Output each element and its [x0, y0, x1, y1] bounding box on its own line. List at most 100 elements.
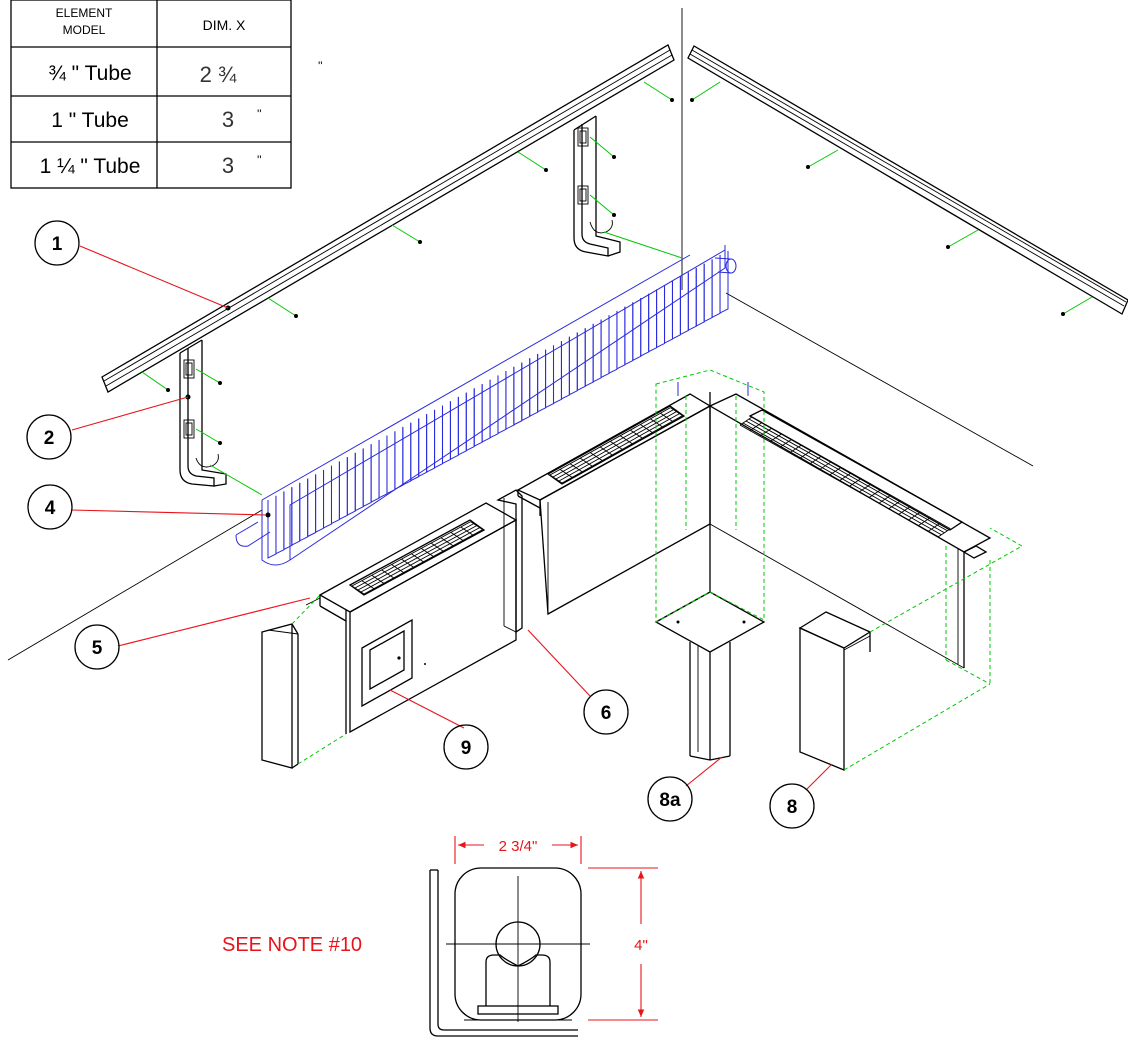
- table-header-model: MODEL: [63, 23, 106, 37]
- grille-bar: [888, 500, 902, 510]
- element-fin: [711, 255, 721, 319]
- dimension-table: ELEMENT MODEL DIM. X ¾ " Tube 2 ¾ '' 1 "…: [10, 0, 323, 189]
- element-fin: [719, 251, 729, 314]
- element-fin: [695, 263, 705, 327]
- element-fin: [315, 470, 325, 534]
- grille-bar: [411, 553, 424, 563]
- grille-bar: [918, 517, 931, 526]
- mounting-rail-left: [101, 44, 675, 393]
- element-fins: [267, 251, 729, 559]
- grille-bar: [868, 489, 882, 498]
- grille-bar: [759, 427, 773, 437]
- table-row-dim: 3: [222, 153, 234, 178]
- grille-bar: [381, 569, 394, 579]
- element-fin: [513, 362, 523, 426]
- element-fin: [671, 276, 681, 340]
- joiner-strip: [496, 489, 523, 634]
- hanger-bracket-right: [573, 115, 683, 259]
- table-row-model: ¾ " Tube: [48, 62, 131, 85]
- see-note-label: SEE NOTE #10: [222, 934, 362, 956]
- element-fin: [576, 328, 586, 392]
- grille-bar: [420, 548, 434, 557]
- screw-lines: [141, 81, 1093, 392]
- grille-bar: [640, 424, 653, 433]
- grille-bar: [838, 472, 852, 482]
- table-row-model: 1 " Tube: [51, 109, 129, 132]
- end-cap-8: [798, 527, 1023, 771]
- element-fin: [648, 289, 658, 353]
- room-lines: [7, 8, 1034, 661]
- grille-bar: [361, 580, 375, 590]
- grille-bar: [440, 537, 454, 547]
- element-fin: [552, 341, 562, 405]
- grille-bar: [650, 418, 663, 428]
- element-fin: [481, 379, 491, 443]
- grille-bar: [809, 455, 822, 465]
- element-fin: [330, 461, 340, 525]
- grille-bar: [749, 422, 763, 431]
- element-fin: [608, 311, 618, 374]
- grille-bar: [858, 483, 872, 493]
- grille-bar: [401, 558, 414, 568]
- grille-bar: [351, 585, 365, 595]
- element-fin: [370, 440, 380, 503]
- section-detail: 2 3/4" 4" SEE NOTE #10: [222, 836, 658, 1037]
- grille-bar: [630, 429, 643, 439]
- grille-bar: [470, 521, 483, 530]
- element-fin: [267, 496, 277, 559]
- element-fin: [426, 410, 436, 473]
- element-fin: [362, 444, 372, 508]
- width-dimension-label: 2 3/4": [499, 838, 538, 855]
- callout-4: 4: [27, 484, 73, 530]
- table-row-dim: 2 ¾: [200, 62, 237, 87]
- grille-bar: [589, 452, 603, 461]
- grille-bar: [620, 435, 633, 445]
- svg-text:8: 8: [787, 797, 798, 818]
- grille-bar: [579, 457, 593, 467]
- svg-text:8a: 8a: [659, 790, 681, 811]
- element-fin: [441, 401, 451, 465]
- element-fin: [291, 483, 301, 546]
- element-fin: [299, 478, 309, 542]
- svg-text:5: 5: [92, 638, 103, 659]
- element-fin: [521, 358, 531, 422]
- grille-bar: [391, 564, 404, 573]
- element-fin: [307, 474, 317, 538]
- hanger-bracket-left: [179, 339, 263, 496]
- grille-bar: [878, 494, 892, 504]
- element-fin: [402, 422, 412, 486]
- callout-5: 5: [74, 624, 120, 670]
- element-fin: [418, 414, 428, 478]
- callout-8a: 8a: [647, 776, 693, 822]
- table-row-dim-mark: '': [257, 153, 262, 167]
- grille-bar: [908, 511, 921, 521]
- grille-bar: [569, 463, 583, 473]
- element-fin: [323, 465, 333, 529]
- element-fin: [592, 319, 602, 383]
- callout-8: 8: [769, 783, 815, 829]
- height-dimension-label: 4": [634, 937, 648, 954]
- element-fin: [394, 427, 404, 491]
- rear-grille: [549, 407, 683, 484]
- callout-leaders: [71, 245, 833, 791]
- right-grille: [739, 416, 951, 538]
- element-fin: [568, 332, 578, 396]
- svg-text:6: 6: [601, 703, 612, 724]
- element-fin: [386, 431, 396, 495]
- grille-bar: [789, 444, 802, 454]
- element-fin: [656, 285, 666, 349]
- table-header-element: ELEMENT: [56, 6, 113, 20]
- grille-bar: [559, 469, 573, 478]
- table-row-dim: 3: [222, 107, 234, 132]
- rear-enclosure: [516, 393, 992, 669]
- grille-bar: [670, 407, 683, 417]
- element-fin: [283, 487, 293, 551]
- grille-bar: [898, 506, 911, 515]
- svg-text:1: 1: [52, 234, 63, 255]
- grille-bar: [848, 478, 862, 487]
- element-fin: [354, 448, 364, 512]
- callout-9: 9: [443, 724, 489, 770]
- table-header-dim: DIM. X: [203, 17, 246, 33]
- element-fin: [687, 268, 697, 332]
